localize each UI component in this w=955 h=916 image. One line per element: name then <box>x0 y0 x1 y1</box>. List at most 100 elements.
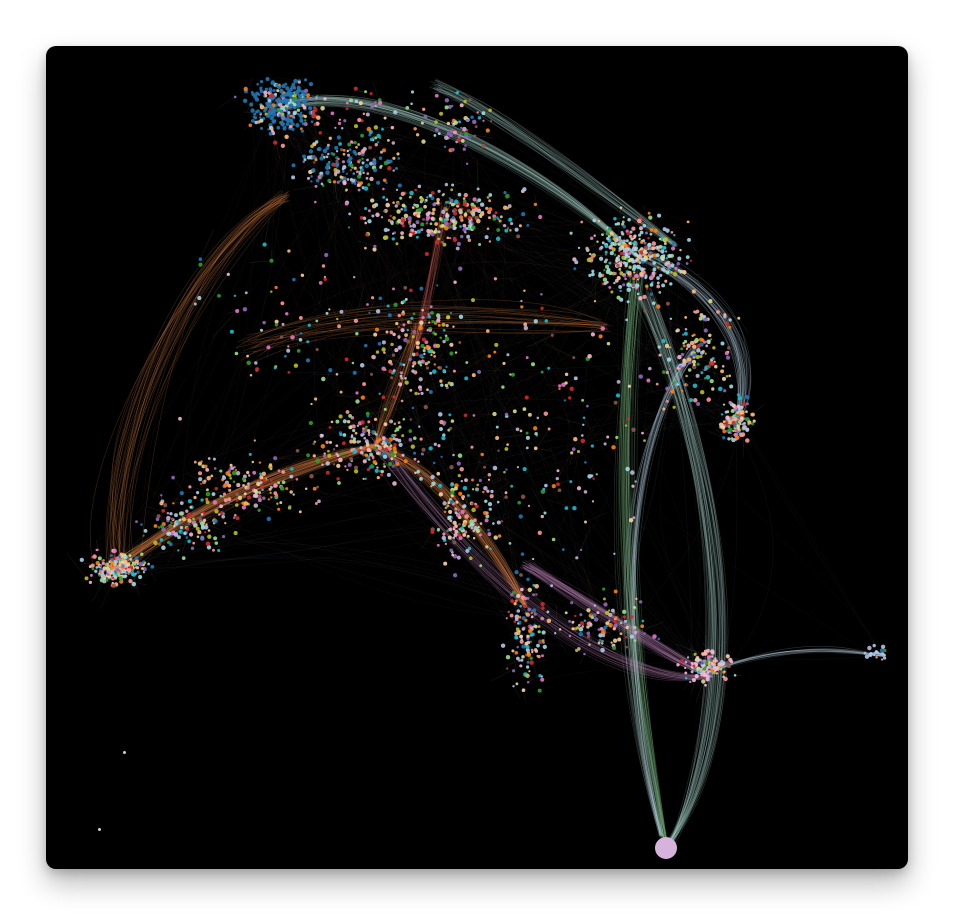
graph-node <box>649 232 653 236</box>
graph-node <box>478 478 482 483</box>
graph-node <box>639 271 644 277</box>
graph-edge <box>260 105 439 347</box>
graph-node <box>264 107 268 111</box>
graph-node <box>352 449 358 454</box>
graph-node <box>383 210 386 213</box>
graph-edge <box>578 425 596 452</box>
graph-edge <box>640 298 715 843</box>
graph-node <box>693 398 698 403</box>
graph-node <box>670 271 673 274</box>
graph-node <box>460 234 464 239</box>
graph-node <box>436 284 439 287</box>
graph-node <box>259 86 263 90</box>
graph-node <box>467 546 472 551</box>
graph-node <box>388 441 391 445</box>
graph-node <box>445 208 448 211</box>
graph-node <box>608 285 612 289</box>
graph-node <box>337 157 340 161</box>
graph-node <box>564 372 569 377</box>
graph-node <box>336 135 341 140</box>
graph-node <box>664 250 668 253</box>
graph-node <box>325 311 329 315</box>
graph-node <box>607 226 612 231</box>
graph-edge <box>245 321 608 367</box>
graph-node <box>687 237 691 242</box>
graph-node <box>633 271 636 274</box>
graph-node <box>442 339 446 344</box>
graph-node <box>396 152 400 156</box>
graph-edge <box>272 111 884 647</box>
graph-node <box>397 336 401 339</box>
graph-node <box>510 599 515 603</box>
graph-node <box>346 420 351 424</box>
graph-node <box>484 518 489 523</box>
graph-edge <box>202 364 392 539</box>
graph-node <box>272 112 277 117</box>
graph-edge <box>647 296 715 839</box>
graph-node <box>656 304 661 309</box>
graph-node <box>419 320 424 325</box>
graph-node <box>651 271 656 276</box>
graph-edge <box>437 86 677 247</box>
graph-node <box>510 222 514 226</box>
graph-node <box>521 211 526 217</box>
graph-node <box>460 509 465 515</box>
graph-node <box>686 343 691 348</box>
graph-node <box>287 506 292 510</box>
graph-node <box>441 240 444 244</box>
graph-edge <box>454 221 635 241</box>
graph-node <box>429 305 433 309</box>
graph-edge <box>371 436 709 677</box>
graph-node <box>571 620 575 624</box>
graph-edge <box>634 343 696 835</box>
graph-edge <box>399 405 420 427</box>
graph-edge <box>528 669 548 683</box>
graph-node <box>701 661 704 665</box>
graph-node <box>533 426 538 431</box>
graph-node <box>246 354 249 358</box>
graph-node <box>661 267 665 272</box>
graph-node <box>455 140 458 144</box>
graph-node <box>589 612 593 616</box>
graph-node <box>414 471 417 475</box>
graph-edge <box>365 209 374 217</box>
graph-node <box>509 613 514 618</box>
graph-node <box>728 318 732 322</box>
graph-node <box>325 146 330 150</box>
graph-edge <box>644 285 723 846</box>
graph-node <box>376 475 380 480</box>
graph-edge <box>243 322 422 504</box>
graph-node <box>486 227 490 231</box>
graph-node <box>187 539 191 544</box>
graph-node <box>269 126 272 129</box>
graph-edge <box>329 258 680 428</box>
graph-node <box>531 650 534 654</box>
graph-edge <box>690 648 710 661</box>
graph-node <box>393 422 397 426</box>
graph-node <box>257 498 262 503</box>
graph-node <box>94 569 98 573</box>
graph-node <box>332 180 337 184</box>
graph-edge <box>96 378 402 568</box>
graph-node <box>647 236 650 240</box>
graph-node <box>867 645 872 651</box>
graph-node <box>365 233 369 237</box>
graph-node <box>708 672 713 676</box>
graph-node <box>284 92 289 97</box>
graph-node <box>357 188 361 192</box>
graph-node <box>181 556 186 560</box>
graph-node <box>367 183 371 187</box>
graph-node <box>402 299 406 304</box>
graph-node <box>682 344 686 348</box>
graph-node <box>504 447 509 451</box>
graph-node <box>437 323 441 327</box>
graph-edge <box>634 345 699 837</box>
graph-node <box>575 648 579 653</box>
graph-node <box>192 541 196 545</box>
graph-node <box>273 456 278 461</box>
graph-edge <box>512 650 517 669</box>
graph-edge <box>574 241 598 263</box>
graph-node <box>312 486 317 491</box>
graph-node <box>720 413 724 416</box>
